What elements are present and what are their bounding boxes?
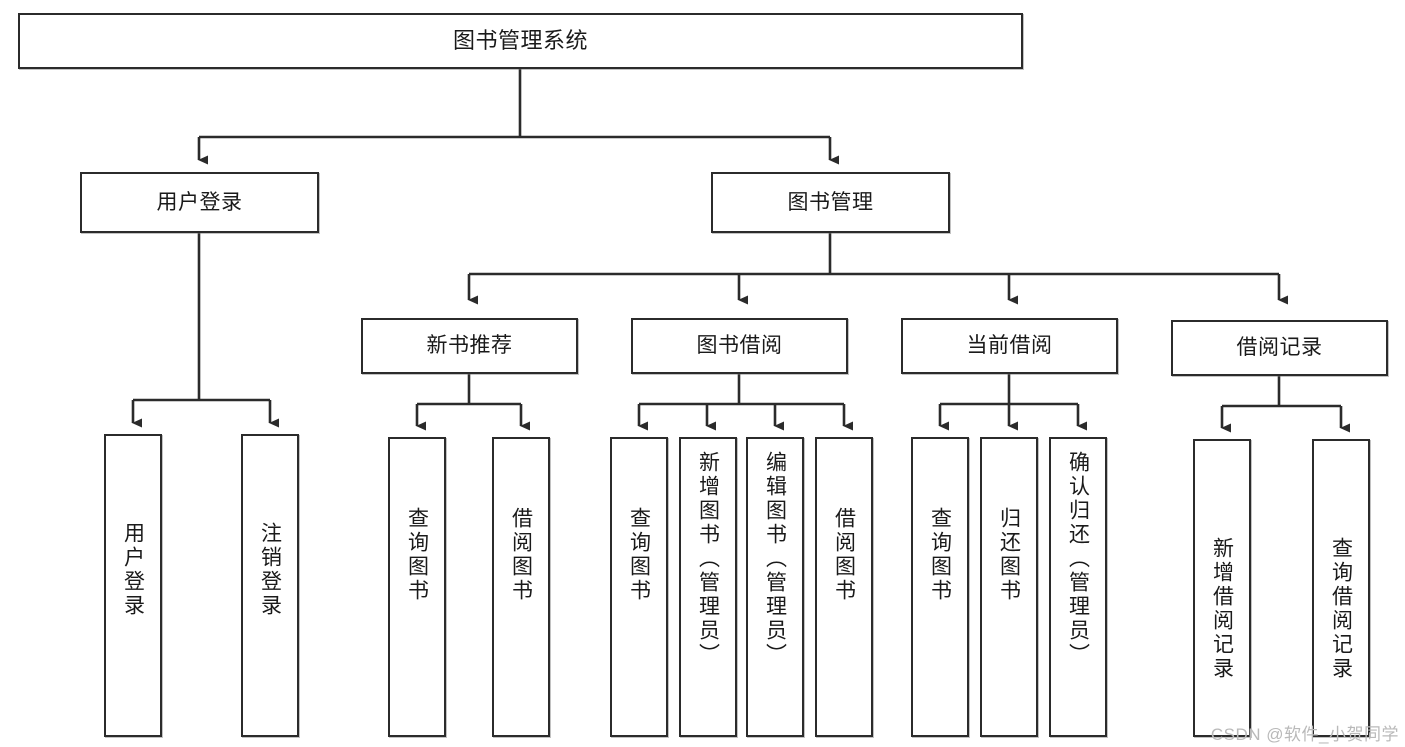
node-label: 查询图书: [928, 507, 952, 603]
node-current-borrow[interactable]: 当前借阅: [901, 318, 1118, 374]
node-leaf-logout[interactable]: 注销登录: [241, 434, 299, 737]
node-leaf-query-book-newbook[interactable]: 查询图书: [388, 437, 446, 737]
node-label: 图书管理: [787, 190, 874, 214]
node-label: 用户登录: [156, 190, 243, 214]
node-label: 借阅图书: [832, 507, 856, 603]
node-label: 新增图书（管理员）: [696, 451, 720, 667]
node-label: 用户登录: [121, 522, 145, 618]
node-leaf-confirm-return[interactable]: 确认归还（管理员）: [1049, 437, 1107, 737]
node-label: 编辑图书（管理员）: [763, 451, 787, 667]
node-leaf-edit-book[interactable]: 编辑图书（管理员）: [746, 437, 804, 737]
node-leaf-query-record[interactable]: 查询借阅记录: [1312, 439, 1370, 737]
node-label: 注销登录: [258, 522, 282, 618]
node-label: 确认归还（管理员）: [1066, 451, 1090, 667]
node-leaf-borrow-book-newbook[interactable]: 借阅图书: [492, 437, 550, 737]
node-root-system[interactable]: 图书管理系统: [18, 13, 1023, 69]
node-leaf-user-login[interactable]: 用户登录: [104, 434, 162, 737]
node-label: 图书借阅: [696, 334, 783, 358]
node-leaf-query-book-borrow[interactable]: 查询图书: [610, 437, 668, 737]
node-leaf-return-book[interactable]: 归还图书: [980, 437, 1038, 737]
node-new-book-recommend[interactable]: 新书推荐: [361, 318, 578, 374]
node-label: 借阅图书: [509, 507, 533, 603]
node-leaf-add-record[interactable]: 新增借阅记录: [1193, 439, 1251, 737]
node-leaf-query-book-current[interactable]: 查询图书: [911, 437, 969, 737]
node-label: 查询图书: [405, 507, 429, 603]
node-leaf-add-book[interactable]: 新增图书（管理员）: [679, 437, 737, 737]
node-label: 新增借阅记录: [1210, 537, 1234, 681]
node-user-login[interactable]: 用户登录: [80, 172, 319, 233]
csdn-watermark: CSDN @软件_小贺同学: [1210, 725, 1399, 744]
node-label: 新书推荐: [426, 334, 513, 358]
node-label: 查询借阅记录: [1329, 537, 1353, 681]
node-book-borrow[interactable]: 图书借阅: [631, 318, 848, 374]
node-label: 查询图书: [627, 507, 651, 603]
node-label: 归还图书: [997, 507, 1021, 603]
node-borrow-records[interactable]: 借阅记录: [1171, 320, 1388, 376]
node-label: 当前借阅: [966, 334, 1053, 358]
node-leaf-borrow-book[interactable]: 借阅图书: [815, 437, 873, 737]
node-book-management[interactable]: 图书管理: [711, 172, 950, 233]
node-label: 借阅记录: [1236, 336, 1323, 360]
node-label: 图书管理系统: [452, 27, 588, 53]
